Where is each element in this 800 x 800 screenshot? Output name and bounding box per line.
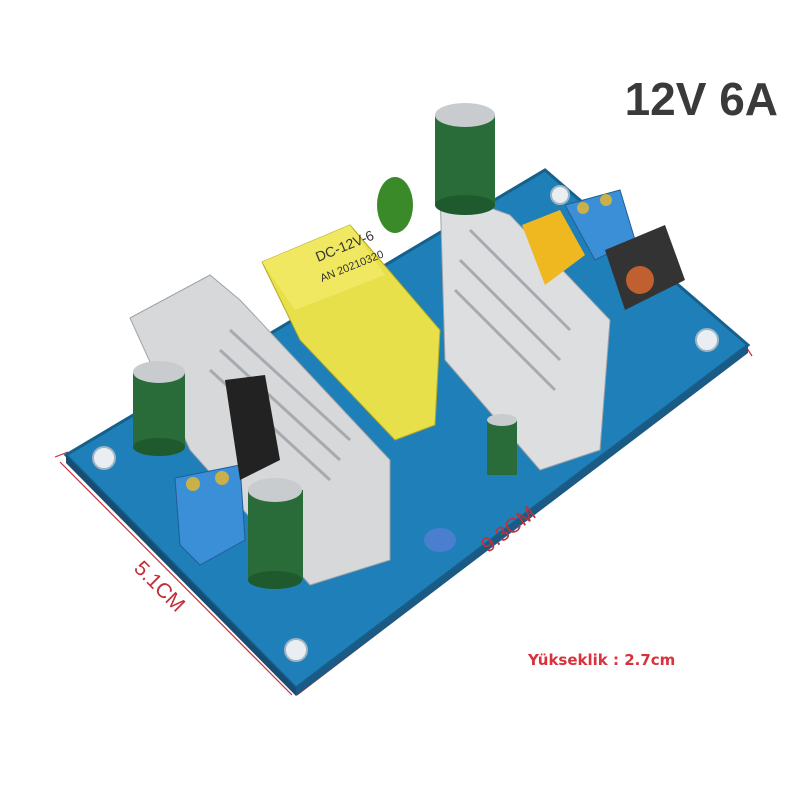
heatsink-right bbox=[439, 189, 611, 471]
height-label: Yükseklik : 2.7cm bbox=[528, 651, 676, 669]
capacitors bbox=[133, 103, 517, 589]
product-title: 12V 6A bbox=[624, 73, 778, 125]
terminal-blocks bbox=[174, 189, 685, 566]
mounting-holes bbox=[92, 185, 719, 662]
transformer: DC-12V-6 AN 20210320 bbox=[261, 224, 441, 441]
